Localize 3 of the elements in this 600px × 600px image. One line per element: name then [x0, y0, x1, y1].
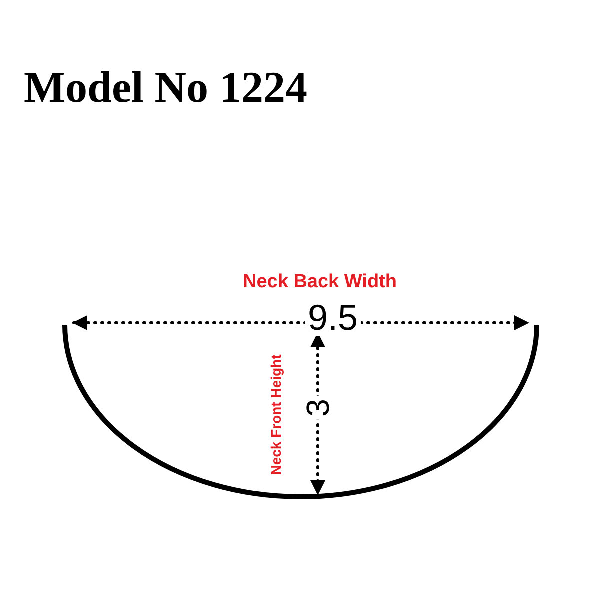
dimension-label: Neck Back Width: [243, 272, 397, 292]
dimension-label: Neck Front Height: [269, 354, 283, 476]
page-title: Model No 1224: [24, 66, 308, 110]
